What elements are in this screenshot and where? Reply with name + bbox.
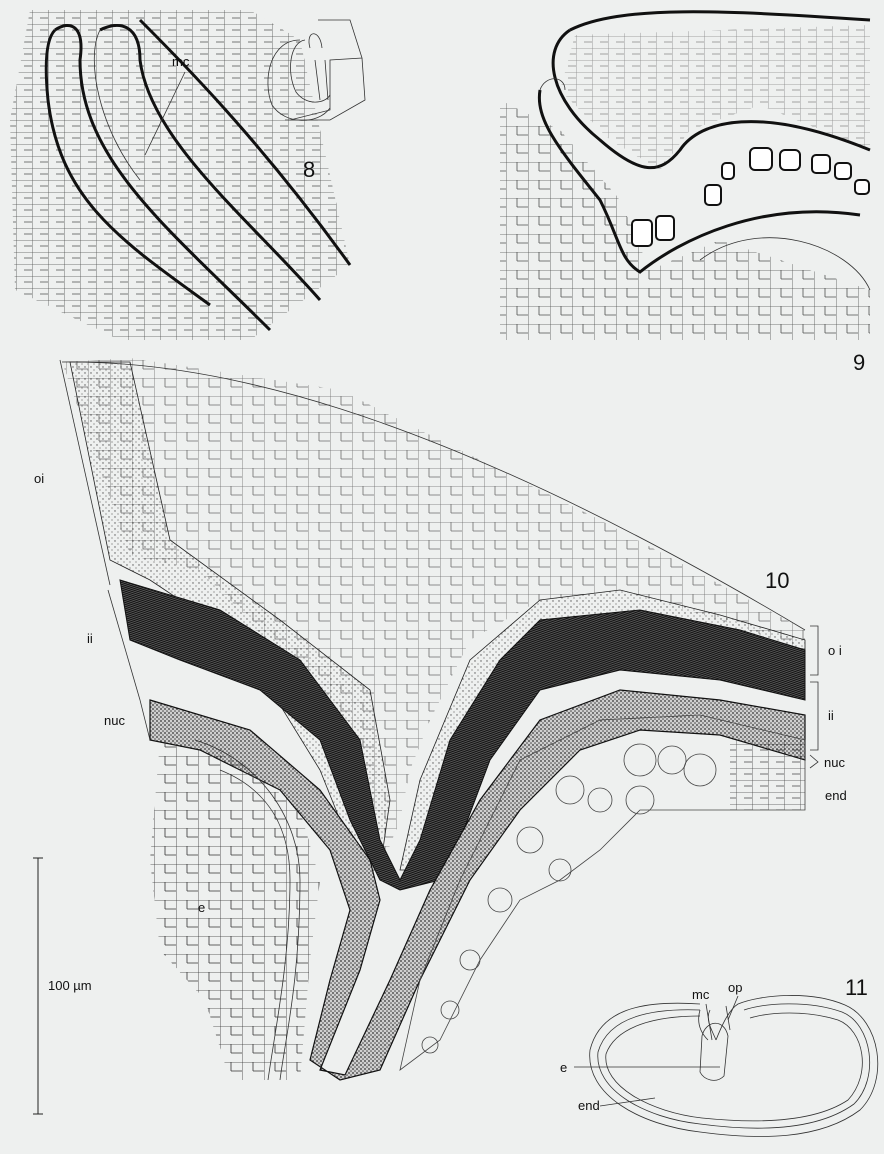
fig10-right-brackets [810,626,818,768]
fig11-mc-label: mc [692,987,710,1002]
fig10-oi-right-label: o i [828,643,842,658]
fig10-number: 10 [765,568,789,593]
fig11-end-label: end [578,1098,600,1113]
fig10-nuc-right-label: nuc [824,755,845,770]
fig8-number: 8 [303,157,315,182]
fig11-op-label: op [728,980,742,995]
fig11-end-leader [600,1098,655,1106]
fig10-end-label: end [825,788,847,803]
scale-bar: 100 µm [33,858,92,1114]
fig11-e-label: e [560,1060,567,1075]
fig10-e-label: e [198,900,205,915]
figure-11: mc op e end 11 [560,975,878,1137]
fig11-op-leader [728,996,738,1020]
fig10-ii-right-label: ii [828,708,834,723]
figure-9: 9 [500,12,870,375]
fig11-number: 11 [845,975,868,1000]
fig10-oi-left-label: oi [34,471,44,486]
scale-bar-label: 100 µm [48,978,92,993]
fig11-mc-leader [706,1004,712,1040]
fig10-ii-left-label: ii [87,631,93,646]
figure-8: mc 8 [10,10,365,340]
fig9-number: 9 [853,350,865,375]
figure-10: oi ii nuc o i ii nuc end e 10 [34,358,847,1080]
fig10-nuc-left-label: nuc [104,713,125,728]
fig8-mc-label: mc [172,54,190,69]
